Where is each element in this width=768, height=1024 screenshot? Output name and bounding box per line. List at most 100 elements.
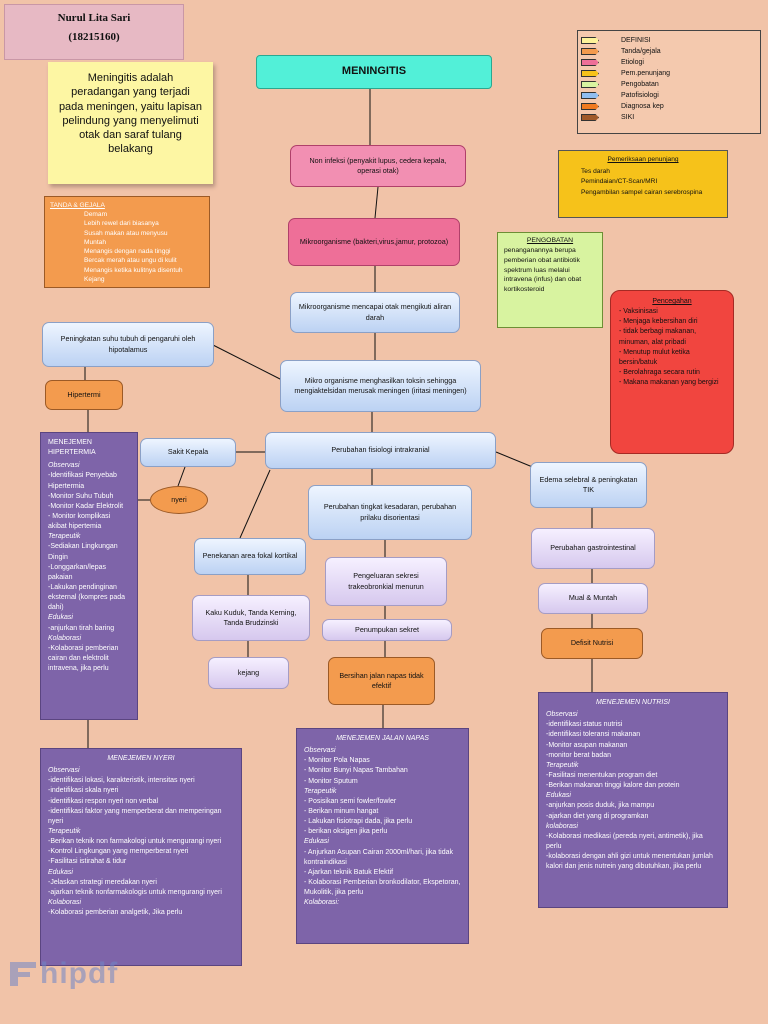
- node-mikro-ke-otak: Mikroorganisme mencapai otak mengikuti a…: [290, 292, 460, 333]
- management-line: -Fasilitasi istirahat & tidur: [48, 858, 127, 866]
- management-line: - Monitor Pola Napas: [304, 757, 370, 765]
- legend-label: Diagnosa kep: [621, 103, 664, 110]
- author-label: Nurul Lita Sari (18215160): [4, 4, 184, 60]
- pencegahan-title: Pencegahan: [652, 298, 692, 305]
- list-item: Menangis dengan nada tinggi: [84, 248, 171, 256]
- node-penumpukan: Penumpukan sekret: [322, 619, 452, 641]
- legend-swatch-icon: [581, 59, 599, 66]
- management-line: - Anjurkan Asupan Cairan 2000ml/hari, ji…: [304, 848, 454, 866]
- legend-swatch-icon: [581, 37, 599, 44]
- tanda-gejala-title: TANDA & GEJALA: [50, 202, 105, 209]
- legend-swatch-icon: [581, 103, 599, 110]
- node-non-infeksi: Non infeksi (penyakit lupus, cedera kepa…: [290, 145, 466, 187]
- menejemen-hipertermia-title: MENEJEMEN HIPERTERMIA: [48, 439, 96, 457]
- management-line: -Berikan makanan tinggi kalore dan prote…: [546, 782, 680, 790]
- management-line: - Kolaborasi Pemberian bronkodilator, Ek…: [304, 878, 461, 897]
- management-line: -Kolaborasi pemberian cairan dan elektro…: [48, 644, 119, 673]
- management-line: Observasi: [48, 462, 80, 470]
- node-jalan-napas: Bersihan jalan napas tidak efektif: [328, 657, 435, 705]
- list-item: Kejang: [84, 275, 105, 283]
- management-line: Observasi: [48, 767, 80, 775]
- management-line: - Lakukan fisiotrapi dada, jika perlu: [304, 818, 413, 826]
- management-line: Edukasi: [304, 838, 329, 846]
- management-line: -Kontrol Lingkungan yang memperberat nye…: [48, 848, 189, 856]
- management-line: Terapeutik: [48, 827, 81, 835]
- management-line: -Longgarkan/lepas pakaian: [48, 563, 106, 581]
- legend-item: Patofisiologi: [581, 90, 760, 101]
- list-item: - Menutup mulut ketika bersin/batuk: [619, 348, 690, 366]
- node-mikroorganisme: Mikroorganisme (bakteri,virus,jamur, pro…: [288, 218, 460, 266]
- watermark-logo-icon: [10, 962, 36, 986]
- node-sakit-kepala: Sakit Kepala: [140, 438, 236, 467]
- management-line: - Ajarkan teknik Batuk Efektif: [304, 868, 394, 876]
- author-id: (18215160): [68, 30, 120, 43]
- management-line: -Sediakan Lingkungan Dingin: [48, 543, 118, 561]
- list-item: Menangis ketika kulitnya disentuh: [84, 266, 183, 274]
- management-line: Edukasi: [546, 792, 571, 800]
- pemeriksaan-title: Pemeriksaan penunjang: [607, 156, 679, 163]
- management-line: -monitor berat badan: [546, 751, 611, 759]
- management-line: Edukasi: [48, 868, 73, 876]
- management-line: -identifikasi lokasi, karakteristik, int…: [48, 777, 195, 785]
- management-line: Observasi: [546, 711, 578, 719]
- node-penekanan: Penekanan area fokal kortikal: [194, 538, 306, 575]
- author-name: Nurul Lita Sari: [57, 12, 131, 24]
- legend-swatch-icon: [581, 70, 599, 77]
- legend-swatch-icon: [581, 81, 599, 88]
- menejemen-hipertermia: MENEJEMEN HIPERTERMIA Observasi -Identifi…: [40, 432, 138, 720]
- menejemen-nyeri-title: MENEJEMEN NYERI: [107, 755, 175, 762]
- legend-label: Tanda/gejala: [621, 48, 661, 55]
- management-line: - Monitor Bunyi Napas Tambahan: [304, 767, 408, 775]
- legend-item: Pem.penunjang: [581, 68, 760, 79]
- legend-label: Patofisiologi: [621, 92, 659, 99]
- management-line: -Identifikasi Penyebab Hipertermia: [48, 472, 117, 490]
- management-line: -Jelaskan strategi meredakan nyeri: [48, 878, 157, 886]
- diagram-title: MENINGITIS: [256, 55, 492, 89]
- legend-label: DEFINISI: [621, 37, 651, 44]
- definition-note: Meningitis adalah peradangan yang terjad…: [48, 62, 213, 184]
- node-nyeri: nyeri: [150, 486, 208, 514]
- management-line: -ajarkan teknik nonfarmakologis untuk me…: [48, 888, 222, 896]
- legend-swatch-icon: [581, 92, 599, 99]
- management-line: -Lakukan pendinginan eksternal (kompres …: [48, 583, 126, 612]
- node-defisit-nutrisi: Defisit Nutrisi: [541, 628, 643, 659]
- list-item: Pemindaian/CT-Scan/MRI: [581, 178, 658, 186]
- pengobatan-text: penanganannya berupa pemberian obat anti…: [504, 246, 582, 294]
- list-item: - Vaksinisasi: [619, 308, 658, 316]
- management-line: -Kolaborasi pemberian analgetik, Jika pe…: [48, 909, 183, 917]
- list-item: - Makana makanan yang bergizi: [619, 379, 719, 387]
- list-item: Muntah: [84, 238, 106, 246]
- pengobatan-title: PENGOBATAN: [526, 237, 574, 244]
- management-line: -ajarkan diet yang di programkan: [546, 812, 649, 820]
- node-toksin: Mikro organisme menghasilkan toksin sehi…: [280, 360, 481, 412]
- management-line: -indetifikasi skala nyeri: [48, 787, 119, 795]
- legend-item: Pengobatan: [581, 79, 760, 90]
- management-line: -identifikasi toleransi makanan: [546, 731, 641, 739]
- list-item: Bercak merah atau ungu di kulit: [84, 257, 177, 265]
- list-item: Lebih rewel dari biasanya: [84, 220, 159, 228]
- menejemen-nutrisi-title: MENEJEMEN NUTRISI: [596, 699, 670, 706]
- menejemen-nutrisi: MENEJEMEN NUTRISI Observasi -identifikasi…: [538, 692, 728, 908]
- management-line: - Monitor Sputum: [304, 777, 358, 785]
- management-line: -identifikasi faktor yang memperberat da…: [48, 807, 222, 825]
- management-line: Kolaborasi:: [304, 899, 340, 907]
- management-line: -kolaborasi dengan ahli gizi untuk menen…: [546, 853, 713, 871]
- management-line: -Monitor Kadar Elektrolit: [48, 502, 124, 510]
- legend-label: Pem.penunjang: [621, 70, 671, 77]
- list-item: - Menjaga kebersihan diri: [619, 318, 698, 326]
- node-kejang: kejang: [208, 657, 289, 689]
- management-line: -Fasilitasi menentukan program diet: [546, 771, 658, 779]
- pencegahan-box: Pencegahan - Vaksinisasi - Menjaga kebers…: [610, 290, 734, 454]
- management-line: Terapeutik: [304, 787, 337, 795]
- list-item: Susah makan atau menyusu: [84, 229, 168, 237]
- management-line: Edukasi: [48, 614, 73, 622]
- legend-swatch-icon: [581, 114, 599, 121]
- management-line: - Berikan minum hangat: [304, 807, 379, 815]
- watermark-text: hipdf: [40, 957, 119, 990]
- legend-label: Pengobatan: [621, 81, 659, 88]
- menejemen-nyeri: MENEJEMEN NYERI Observasi -identifikasi l…: [40, 748, 242, 966]
